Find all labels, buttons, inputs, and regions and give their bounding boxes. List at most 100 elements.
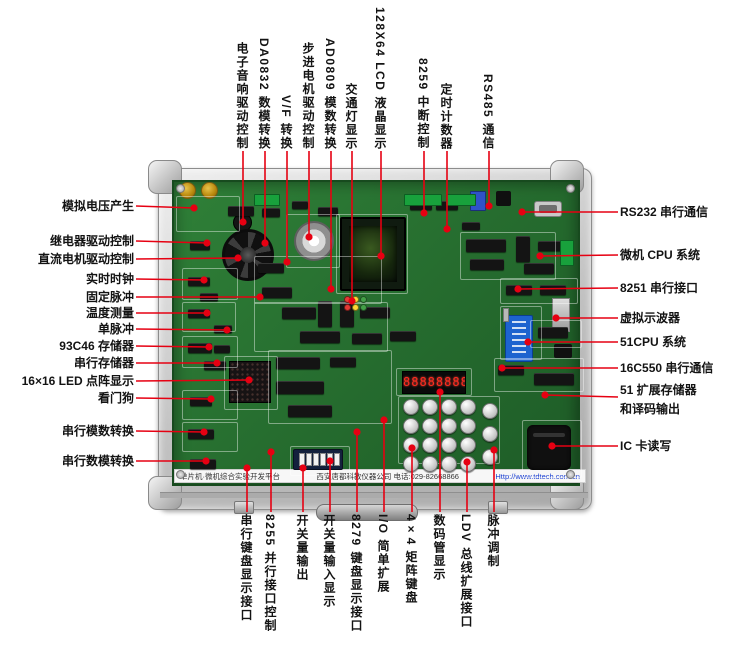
- stepper-motor: [294, 221, 334, 261]
- ic-chip: [534, 373, 574, 385]
- traffic-light-led: [352, 304, 359, 311]
- ic-chip: [462, 222, 480, 230]
- callout-label-right: 微机 CPU 系统: [620, 248, 701, 262]
- card-slot-opening: [533, 433, 565, 437]
- module-outline: [336, 214, 408, 294]
- callout-label-bottom: I/O 简单扩展: [376, 514, 390, 594]
- board-label-strip: 单片机·微机综合实验开发平台 西安唐都科教仪器公司 电话:029-8266886…: [174, 469, 586, 483]
- ic-chip: [516, 236, 530, 262]
- ic-chip: [390, 331, 416, 341]
- ic-chip: [540, 285, 566, 295]
- board-url-text: Http://www.tdtech.com.cn: [495, 471, 580, 481]
- case-corner-protector: [148, 160, 182, 194]
- ic-chip: [190, 241, 210, 250]
- traffic-light-led: [344, 304, 351, 311]
- ic-chip: [352, 333, 382, 344]
- module-outline: [176, 196, 240, 232]
- callout-label-bottom: 串行键盘显示接口: [239, 514, 253, 622]
- callout-label-left: 直流电机驱动控制: [37, 252, 134, 266]
- ic-chip: [188, 277, 210, 286]
- module-outline: [182, 302, 236, 332]
- mounting-screw: [566, 470, 575, 479]
- zif-lever: [503, 308, 509, 322]
- callout-label-top: 8259 中断控制: [416, 58, 430, 150]
- case-latch: [234, 501, 254, 514]
- keypad-button: [441, 418, 457, 434]
- callout-label-bottom: 4×4 矩阵键盘: [404, 514, 418, 605]
- ic-chip: [470, 259, 504, 270]
- keypad-button: [403, 399, 419, 415]
- fan-hub: [239, 246, 257, 264]
- callout-label-right: 8251 串行接口: [620, 281, 699, 295]
- ic-chip: [360, 307, 390, 318]
- terminal-block: [446, 194, 476, 206]
- ic-chip: [188, 343, 212, 353]
- keypad-button: [460, 437, 476, 453]
- case-handle: [316, 504, 418, 521]
- ic-chip: [258, 263, 284, 273]
- callout-label-top: 定时计数器: [439, 82, 453, 151]
- ic-chip: [262, 287, 292, 298]
- keypad-button: [441, 456, 457, 472]
- callout-label-left: 温度测量: [85, 306, 134, 320]
- socket-rows: [512, 321, 526, 356]
- connector-pins: [539, 205, 557, 213]
- traffic-light-led: [360, 304, 367, 311]
- callout-label-left: 16×16 LED 点阵显示: [21, 374, 134, 388]
- module-outline: [268, 350, 392, 424]
- function-button: [482, 403, 498, 419]
- mounting-screw: [176, 470, 185, 479]
- dip-toggle: [306, 453, 312, 466]
- dip-toggle: [334, 453, 340, 466]
- terminal-block: [404, 194, 442, 206]
- lcd-module: [340, 217, 406, 291]
- ic-chip: [276, 381, 324, 394]
- module-outline: [522, 420, 582, 478]
- mounting-screw: [566, 184, 575, 193]
- ic-chip: [276, 357, 320, 369]
- callout-label-left: 继电器驱动控制: [49, 234, 134, 248]
- module-outline: [500, 278, 578, 304]
- callout-label-bottom: LDV 总线扩展接口: [459, 514, 473, 629]
- ic-chip: [466, 239, 506, 252]
- expansion-connector: [554, 344, 572, 358]
- callout-label-bottom: 开关量输出: [295, 514, 309, 582]
- keypad-button: [403, 437, 419, 453]
- dip-toggle: [320, 453, 326, 466]
- seven-segment-display: 88888888: [402, 371, 466, 394]
- callout-label-top: 交通灯显示: [344, 82, 358, 151]
- callout-label-right: 51CPU 系统: [620, 335, 687, 349]
- module-outline: [460, 232, 556, 280]
- callout-label-top: AD0809 模数转换: [323, 38, 337, 150]
- keypad-button: [403, 418, 419, 434]
- callout-label-right: RS232 串行通信: [620, 205, 709, 219]
- callout-label-left: 固定脉冲: [85, 290, 134, 304]
- dip-toggle: [327, 453, 333, 466]
- ic-chip: [292, 201, 308, 209]
- callout-label-bottom: 开关量输入显示: [322, 514, 336, 609]
- lcd-screen: [349, 226, 397, 282]
- module-outline: [254, 256, 382, 304]
- module-outline: [290, 446, 350, 476]
- traffic-light-led: [352, 296, 359, 303]
- keypad-button: [422, 437, 438, 453]
- ic-chip: [190, 459, 216, 469]
- callout-label-left: 串行模数转换: [61, 424, 134, 438]
- callout-label-left: 单脉冲: [97, 322, 134, 336]
- module-outline: [182, 336, 238, 368]
- callout-label-left: 串行存储器: [73, 356, 134, 370]
- callout-label-left: 93C46 存储器: [59, 339, 134, 353]
- callout-label-left: 模拟电压产生: [61, 199, 134, 213]
- ic-chip: [262, 208, 280, 217]
- dip-toggle: [313, 453, 319, 466]
- callout-label-line: 51 扩展存储器: [620, 383, 697, 397]
- callout-label-left: 实时时钟: [85, 272, 134, 286]
- callout-label-right: 16C550 串行通信: [620, 361, 714, 375]
- callout-label-top: 128X64 LCD 液晶显示: [373, 6, 387, 150]
- callout-label-top: 电子音响驱动控制: [235, 42, 249, 150]
- callout-label-top: V/F 转换: [279, 94, 293, 150]
- module-outline: [182, 268, 238, 300]
- keypad-button: [441, 399, 457, 415]
- module-outline: [494, 358, 584, 392]
